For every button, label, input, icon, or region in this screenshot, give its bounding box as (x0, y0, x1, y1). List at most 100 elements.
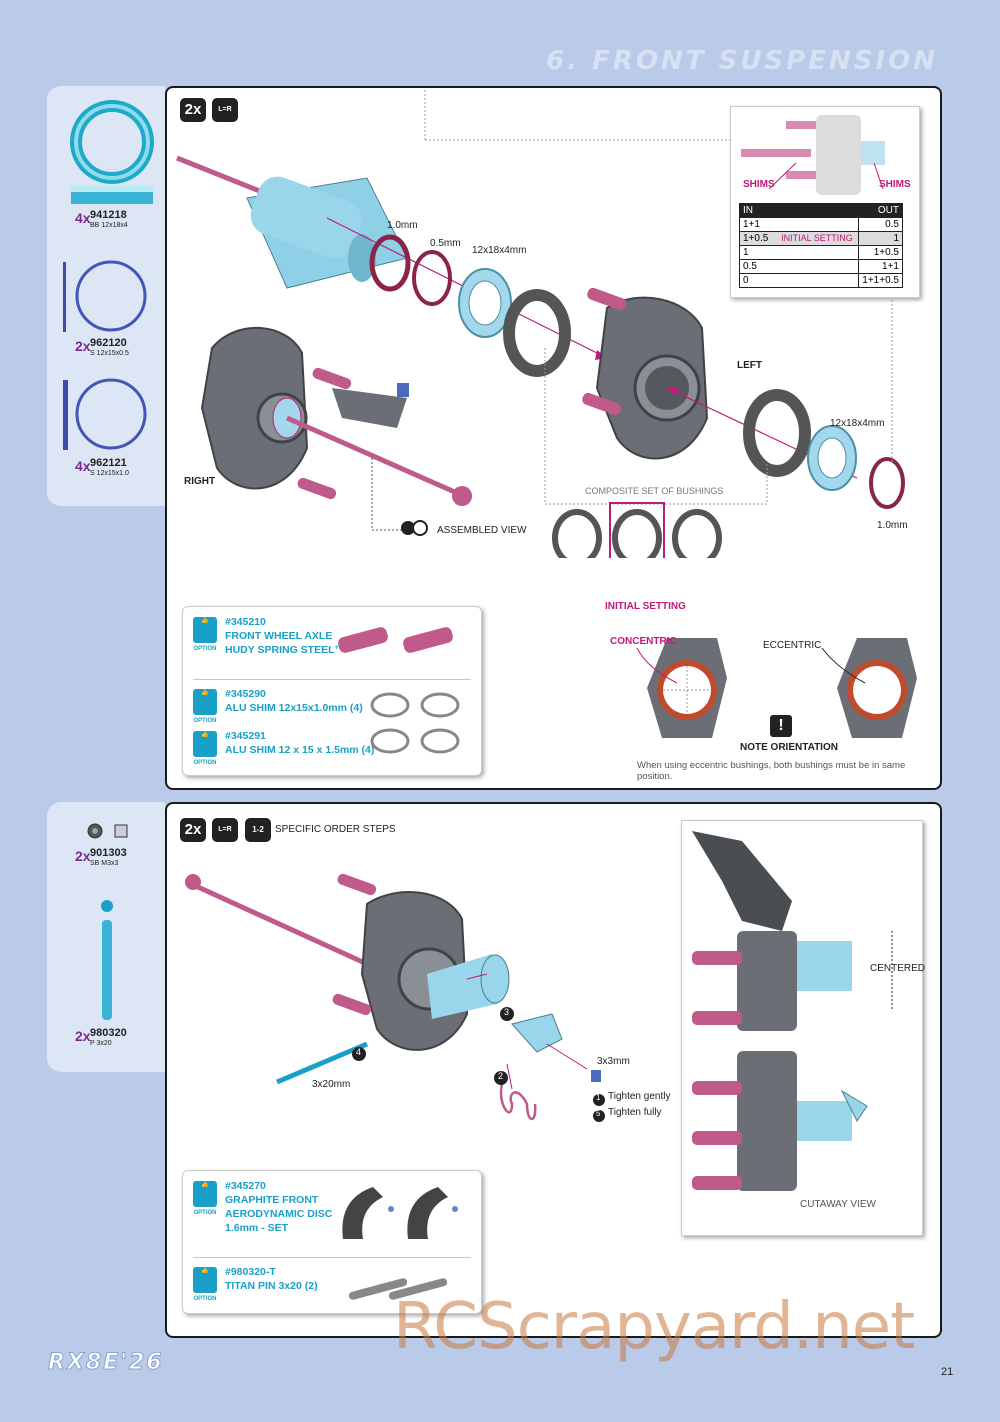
step-panel-1: 2x L=R (165, 86, 942, 790)
table-cell: 1+0.5 INITIAL SETTING (739, 231, 859, 246)
step-tighten-gently: Tighten gently (608, 1091, 671, 1102)
initial-setting-note: INITIAL SETTING (781, 233, 853, 243)
part-desc: BB 12x18x4 (90, 222, 128, 229)
note-text: When using eccentric bushings, both bush… (637, 760, 906, 782)
cutaway-diagram (692, 831, 893, 1191)
shim-diagram (741, 115, 885, 195)
parts-sidebar-1: 4x 941218 BB 12x18x4 2x 962120 S 12x15x0… (47, 86, 165, 506)
part-qty: 2x (75, 338, 91, 354)
warning-icon: ! (770, 715, 792, 737)
table-cell: 1+1 (739, 217, 859, 232)
thumbs-up-icon: 👍OPTION (193, 1267, 217, 1302)
shims-label: SHIMS (743, 179, 775, 190)
part-code: 941218 (90, 209, 127, 221)
table-row: 1+1 0.5 (739, 217, 904, 232)
bearing-label: 12x18x4mm (830, 418, 885, 429)
table-cell: 1+1+0.5 (857, 273, 904, 288)
page-number: 21 (941, 1366, 954, 1378)
thumbs-up-icon: 👍OPTION (193, 689, 217, 724)
shim-inset: SHIMS SHIMS IN OUT 1+1 0.5 1+0.5 INITIAL… (730, 106, 920, 298)
shim-icon (63, 378, 147, 450)
composite-label: COMPOSITE SET OF BUSHINGS (585, 486, 724, 496)
concentric-eccentric-diagram (636, 638, 917, 738)
part-desc: S 12x15x1.0 (90, 470, 129, 477)
disc-image (342, 1187, 458, 1239)
order-steps-icon: 1-2 (245, 818, 271, 842)
exploded-diagram (176, 88, 905, 558)
step-panel-2: 2x L=R 1-2 SPECIFIC ORDER STEPS 3 4 2 3x… (165, 802, 942, 1338)
part-code: 962121 (90, 457, 127, 469)
table-row: 1+0.5 INITIAL SETTING 1 (739, 231, 904, 246)
part-qty: 2x (75, 1028, 91, 1044)
shim-label: 0.5mm (430, 238, 461, 249)
shim-label: 1.0mm (387, 220, 418, 231)
cutaway-label: CUTAWAY VIEW (800, 1199, 876, 1210)
part-qty: 2x (75, 848, 91, 864)
table-cell: 0.5 (739, 259, 859, 274)
assembled-view-label: ASSEMBLED VIEW (437, 525, 527, 536)
shims-label: SHIMS (879, 179, 911, 190)
part-desc: SB M3x3 (90, 860, 119, 867)
cutaway-inset: CENTERED CUTAWAY VIEW (681, 820, 926, 1236)
axle-image (338, 627, 453, 653)
table-header: OUT (857, 203, 904, 218)
left-label: LEFT (737, 360, 762, 371)
option-text: #345290 ALU SHIM 12x15x1.0mm (4) (225, 688, 363, 714)
thumbs-up-icon: 👍OPTION (193, 1181, 217, 1216)
centered-label: CENTERED (870, 963, 926, 974)
watermark: RCScrapyard.net (393, 1290, 915, 1364)
table-row: 1 1+0.5 (739, 245, 904, 260)
table-cell: 1+1 (857, 259, 904, 274)
option-text: #345291 ALU SHIM 12 x 15 x 1.5mm (4) (225, 730, 375, 756)
shim-icon (63, 260, 147, 332)
part-desc: S 12x15x0.5 (90, 350, 129, 357)
rx8e-logo: RX8E'26 (48, 1350, 164, 1376)
header-title: 6. FRONT SUSPENSION (546, 46, 938, 76)
parts-sidebar-2: 2x 901303 SB M3x3 2x 980320 P 3x20 (47, 802, 165, 1072)
left-right-badge: L=R (212, 818, 238, 842)
thumbs-up-icon: 👍OPTION (193, 617, 217, 652)
option-text: #980320-T TITAN PIN 3x20 (2) (225, 1266, 318, 1292)
thumbs-up-icon: 👍OPTION (193, 731, 217, 766)
table-cell: 1 (739, 245, 859, 260)
concentric-label: CONCENTRIC (610, 636, 677, 647)
step-number: 2 (498, 1071, 504, 1081)
table-header: IN (739, 203, 859, 218)
right-label: RIGHT (184, 476, 216, 487)
assembly-diagram (185, 873, 605, 1122)
table-cell: 0.5 (857, 217, 904, 232)
step-number: 1 (596, 1093, 601, 1102)
step-tighten-fully: Tighten fully (608, 1107, 662, 1118)
options-box: 👍OPTION #345270 GRAPHITE FRONT AERODYNAM… (182, 1170, 482, 1314)
table-cell: 0 (739, 273, 859, 288)
quantity-badge: 2x (180, 98, 206, 122)
pin-icon (101, 900, 113, 1020)
table-row: 0.5 1+1 (739, 259, 904, 274)
part-desc: P 3x20 (90, 1040, 112, 1047)
left-right-badge: L=R (212, 98, 238, 122)
part-qty: 4x (75, 210, 91, 226)
bearing-icon (70, 100, 154, 204)
quantity-badge: 2x (180, 818, 206, 842)
screw-label: 3x3mm (597, 1056, 630, 1067)
table-cell: 1 (857, 231, 904, 246)
shim-label: 1.0mm (877, 520, 908, 531)
step-number: 3 (504, 1007, 510, 1017)
initial-setting-label: INITIAL SETTING (605, 601, 686, 612)
screw-icon (87, 823, 128, 839)
option-text: #345210 FRONT WHEEL AXLE HUDY SPRING STE… (225, 616, 345, 656)
step-number: 4 (356, 1047, 362, 1057)
shim-table: IN OUT 1+1 0.5 1+0.5 INITIAL SETTING 1 1… (739, 203, 904, 288)
pin-label: 3x20mm (312, 1079, 351, 1090)
part-code: 980320 (90, 1027, 127, 1039)
note-orientation-label: NOTE ORIENTATION (740, 742, 838, 753)
specific-order-label: SPECIFIC ORDER STEPS (275, 824, 396, 835)
shim-set-image (370, 692, 460, 754)
bearing-label: 12x18x4mm (472, 245, 527, 256)
part-code: 901303 (90, 847, 127, 859)
table-row: 0 1+1+0.5 (739, 273, 904, 288)
step-number: 5 (596, 1109, 601, 1118)
part-code: 962120 (90, 337, 127, 349)
part-qty: 4x (75, 458, 91, 474)
table-cell: 1+0.5 (857, 245, 904, 260)
